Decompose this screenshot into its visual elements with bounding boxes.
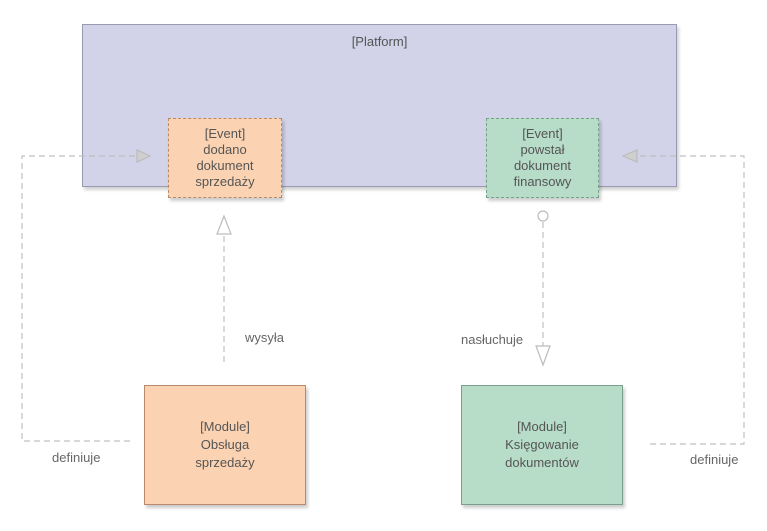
event-finance-stereotype: [Event] — [522, 126, 563, 141]
module-sales: [Module] Obsługa sprzedaży — [144, 385, 306, 505]
module-finance-stereotype: [Module] — [517, 419, 567, 434]
module-finance-line2: dokumentów — [505, 455, 579, 470]
event-sales-document-added: [Event] dodano dokument sprzedaży — [168, 118, 282, 198]
edge-label-defines-right: definiuje — [690, 452, 739, 467]
arrowhead-listens — [535, 345, 551, 367]
event-sales-stereotype: [Event] — [204, 126, 246, 141]
event-sales-line2: dokument — [196, 158, 254, 173]
arrowhead-defines-left — [136, 149, 152, 163]
edge-defines-left — [21, 155, 137, 442]
edge-label-listens: nasłuchuje — [461, 332, 524, 347]
module-sales-line1: Obsługa — [200, 437, 250, 452]
event-finance-line1: powstał — [520, 142, 565, 157]
edge-label-sends: wysyła — [245, 330, 285, 345]
module-finance-line1: Księgowanie — [505, 437, 579, 452]
event-finance-line3: finansowy — [513, 174, 572, 189]
edge-defines-right — [637, 155, 745, 445]
module-finance: [Module] Księgowanie dokumentów — [461, 385, 623, 505]
edge-label-defines-left: definiuje — [52, 450, 101, 465]
arrowhead-sends — [216, 214, 232, 235]
event-sales-line1: dodano — [203, 142, 247, 157]
event-finance-document-created: [Event] powstał dokument finansowy — [486, 118, 599, 198]
module-sales-line2: sprzedaży — [195, 455, 255, 470]
lollipop-circle — [537, 210, 549, 222]
event-finance-line2: dokument — [513, 158, 572, 173]
platform-label: [Platform] — [351, 34, 408, 49]
event-sales-line3: sprzedaży — [195, 174, 255, 189]
arrowhead-defines-right — [621, 149, 638, 163]
module-sales-stereotype: [Module] — [200, 419, 250, 434]
